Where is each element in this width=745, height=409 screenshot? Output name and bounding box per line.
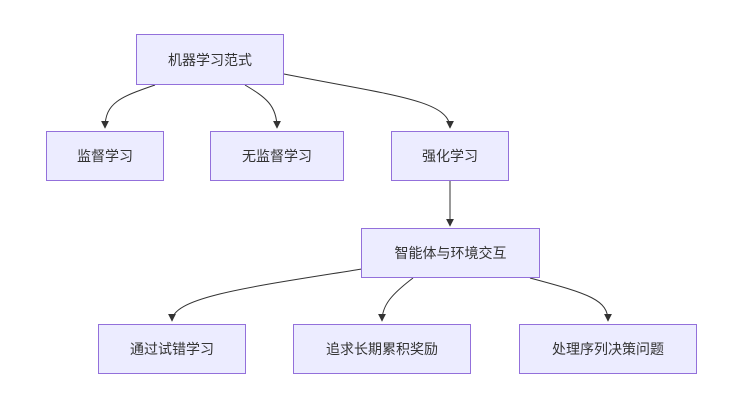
node-reinforcement-learning: 强化学习 xyxy=(391,131,509,181)
node-supervised-learning: 监督学习 xyxy=(46,131,164,181)
edge-root-unsupervised xyxy=(244,84,281,129)
node-long-term-cumulative-reward: 追求长期累积奖励 xyxy=(293,324,471,374)
edge-interaction-sequential-decision xyxy=(529,277,612,322)
node-trial-and-error-learning: 通过试错学习 xyxy=(98,324,246,374)
edge-root-supervised xyxy=(101,84,156,129)
node-sequential-decision-problems: 处理序列决策问题 xyxy=(519,324,697,374)
edge-interaction-trial-error xyxy=(168,268,363,322)
node-agent-environment-interaction: 智能体与环境交互 xyxy=(361,228,540,278)
node-machine-learning-paradigms: 机器学习范式 xyxy=(136,34,284,85)
edge-interaction-long-term-reward xyxy=(378,277,414,322)
node-unsupervised-learning: 无监督学习 xyxy=(210,131,344,181)
edge-root-reinforcement xyxy=(283,73,454,129)
